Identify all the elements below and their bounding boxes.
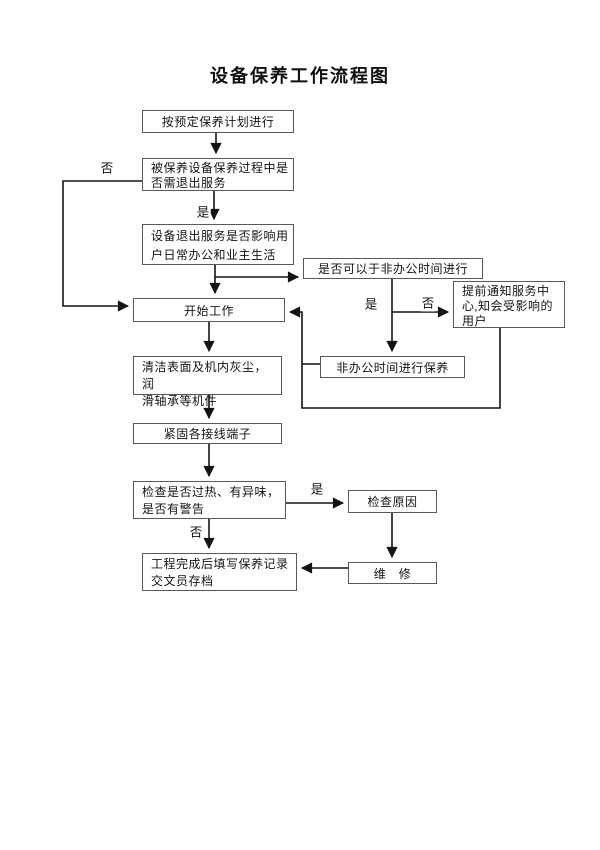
node-plan: 按预定保养计划进行 xyxy=(142,110,294,133)
node-notify-center: 提前通知服务中 心,知会受影响的 用户 xyxy=(453,281,565,328)
node-check: 检查是否过热、有异味， 是否有警告 xyxy=(133,481,286,519)
node-record: 工程完成后填写保养记录 交文员存档 xyxy=(142,553,297,591)
connector-notify-to-start xyxy=(288,306,501,409)
edge-label-yes-offhours: 是 xyxy=(363,293,379,313)
edge-label-no-check: 否 xyxy=(188,521,204,541)
edge-label-yes-check: 是 xyxy=(309,478,325,498)
edge-label-yes-exit: 是 xyxy=(195,201,211,221)
node-offhours-question: 是否可以于非办公时间进行 xyxy=(303,258,483,279)
node-impact-question: 设备退出服务是否影响用 户日常办公和业主生活 xyxy=(142,224,294,265)
node-check-reason: 检查原因 xyxy=(348,490,437,513)
node-fasten: 紧固各接线端子 xyxy=(133,423,282,444)
node-clean: 清洁表面及机内灰尘，润 滑轴承等机件 xyxy=(133,356,282,408)
node-start-work: 开始工作 xyxy=(133,298,285,322)
node-offhours-maintain: 非办公时间进行保养 xyxy=(320,356,465,378)
node-repair: 维 修 xyxy=(348,562,437,584)
edge-label-no-offhours: 否 xyxy=(420,292,436,312)
node-exit-question: 被保养设备保养过程中是 否需退出服务 xyxy=(142,158,294,191)
page-title: 设备保养工作流程图 xyxy=(210,66,390,86)
edge-label-no-exit: 否 xyxy=(99,157,115,177)
connector-exitq-no-to-start xyxy=(62,180,142,312)
